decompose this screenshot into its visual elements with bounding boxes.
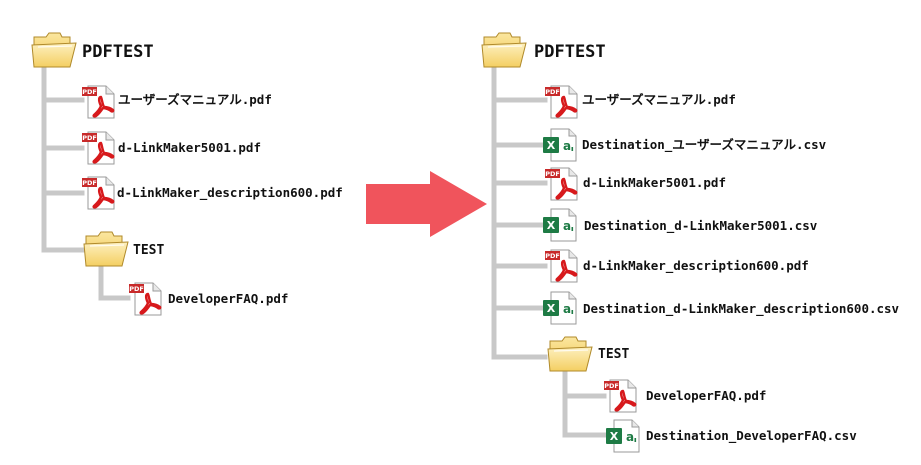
- file-label: Destination_DeveloperFAQ.csv: [646, 428, 857, 444]
- subfolder[interactable]: TEST: [83, 231, 164, 267]
- subfolder-label: TEST: [598, 347, 629, 362]
- pdf-icon: [80, 130, 116, 166]
- file-item[interactable]: DeveloperFAQ.pdf: [127, 281, 288, 317]
- file-label: ユーザーズマニュアル.pdf: [118, 92, 272, 107]
- file-label: DeveloperFAQ.pdf: [168, 291, 288, 306]
- tree-connector: [41, 63, 85, 253]
- file-item[interactable]: d-LinkMaker_description600.pdf: [80, 175, 343, 211]
- file-item[interactable]: Destination_ユーザーズマニュアル.csv: [542, 128, 827, 162]
- file-item[interactable]: d-LinkMaker5001.pdf: [80, 130, 261, 166]
- file-item[interactable]: ユーザーズマニュアル.pdf: [543, 84, 736, 120]
- file-label: ユーザーズマニュアル.pdf: [582, 92, 736, 107]
- after-tree: PDFTEST ユーザーズマニュアル.pdf Destination_ユーザーズ…: [481, 32, 900, 453]
- pdf-icon: [127, 281, 163, 317]
- file-label: d-LinkMaker5001.pdf: [118, 140, 261, 155]
- excel-csv-icon: [542, 208, 577, 242]
- file-item[interactable]: Destination_d-LinkMaker_description600.c…: [542, 291, 900, 325]
- tree-connector: [562, 369, 610, 438]
- file-item[interactable]: Destination_DeveloperFAQ.csv: [605, 419, 857, 453]
- file-label: d-LinkMaker5001.pdf: [583, 175, 726, 190]
- excel-csv-icon: [542, 128, 577, 162]
- subfolder[interactable]: TEST: [547, 336, 629, 372]
- tree-connector: [491, 63, 548, 360]
- root-folder[interactable]: PDFTEST: [31, 32, 154, 68]
- root-folder[interactable]: PDFTEST: [481, 32, 606, 68]
- file-item[interactable]: d-LinkMaker_description600.pdf: [543, 248, 809, 284]
- excel-csv-icon: [542, 291, 577, 325]
- file-label: d-LinkMaker_description600.pdf: [117, 185, 343, 201]
- folder-icon: [31, 32, 77, 68]
- file-label: Destination_d-LinkMaker5001.csv: [584, 218, 818, 234]
- subfolder-label: TEST: [133, 243, 164, 258]
- file-label: Destination_d-LinkMaker_description600.c…: [583, 301, 900, 317]
- file-item[interactable]: DeveloperFAQ.pdf: [602, 378, 766, 414]
- file-label: DeveloperFAQ.pdf: [646, 388, 766, 403]
- file-label: Destination_ユーザーズマニュアル.csv: [582, 137, 827, 153]
- file-item[interactable]: d-LinkMaker5001.pdf: [543, 166, 726, 202]
- root-folder-label: PDFTEST: [534, 42, 606, 62]
- excel-csv-icon: [605, 419, 640, 453]
- tree-connector: [98, 263, 131, 301]
- folder-icon: [481, 32, 527, 68]
- folder-icon: [83, 231, 129, 267]
- pdf-icon: [80, 84, 116, 120]
- pdf-icon: [543, 248, 579, 284]
- root-folder-label: PDFTEST: [82, 42, 154, 62]
- pdf-icon: [543, 166, 579, 202]
- file-item[interactable]: Destination_d-LinkMaker5001.csv: [542, 208, 818, 242]
- folder-icon: [547, 336, 593, 372]
- pdf-icon: [80, 175, 116, 211]
- pdf-icon: [602, 378, 638, 414]
- file-item[interactable]: ユーザーズマニュアル.pdf: [80, 84, 272, 120]
- pdf-icon: [543, 84, 579, 120]
- arrow-right-icon: [366, 171, 487, 237]
- file-label: d-LinkMaker_description600.pdf: [583, 258, 809, 274]
- before-tree: PDFTEST ユーザーズマニュアル.pdf d-LinkMaker5001.p…: [31, 32, 343, 317]
